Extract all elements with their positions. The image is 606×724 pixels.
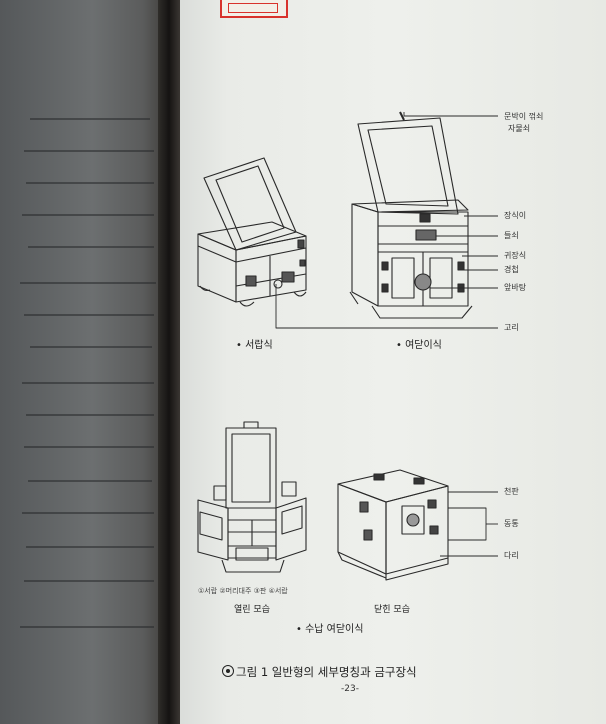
callout-label: 문박이 꺾쇠	[504, 112, 544, 121]
callout-label: 앞바탕	[504, 283, 527, 292]
bleed-through-text	[20, 626, 154, 628]
figure-title: 그림 1 일반형의 세부명칭과 금구장식	[222, 664, 417, 680]
bleed-through-text	[26, 182, 154, 184]
callout-label: 다리	[504, 551, 519, 560]
bleed-through-text	[24, 580, 154, 582]
open-storage-box-drawing	[197, 421, 307, 573]
right-page	[176, 0, 606, 724]
parts-legend: ①서랍 ②머리대주 ③판 ④서랍	[198, 587, 288, 595]
bleed-through-text	[28, 480, 152, 482]
callout-label: 자물쇠	[508, 124, 531, 133]
swing-door-box-drawing	[349, 111, 473, 319]
caption-storage-swing-type: • 수납 여닫이식	[296, 624, 364, 635]
bleed-through-text	[24, 150, 154, 152]
callout-label: 고리	[504, 323, 519, 332]
leader-lines	[275, 112, 498, 557]
bleed-through-text	[22, 382, 154, 384]
callout-label: 천판	[504, 487, 519, 496]
drawer-box-drawing	[197, 157, 307, 307]
caption-drawer-type: • 서랍식	[236, 340, 273, 351]
closed-storage-box-drawing	[337, 469, 449, 581]
page-number: -23-	[341, 684, 359, 694]
left-facing-page	[0, 0, 168, 724]
book-gutter	[158, 0, 180, 724]
library-stamp	[220, 0, 288, 18]
bleed-through-text	[24, 446, 154, 448]
bleed-through-text	[22, 214, 154, 216]
callout-label: 귀장식	[504, 251, 527, 260]
callout-label: 들쇠	[504, 231, 519, 240]
caption-closed-view: 닫힌 모습	[374, 605, 410, 615]
bleed-through-text	[26, 546, 154, 548]
bleed-through-text	[26, 414, 154, 416]
caption-swing-door-type: • 여닫이식	[396, 340, 442, 351]
bleed-through-text	[20, 282, 156, 284]
bleed-through-text	[30, 346, 152, 348]
caption-open-view: 열린 모습	[234, 605, 270, 615]
callout-label: 동통	[504, 519, 519, 528]
callout-label: 경첩	[504, 265, 519, 274]
bleed-through-text	[28, 246, 154, 248]
bleed-through-text	[22, 512, 154, 514]
callout-label: 장식이	[504, 211, 527, 220]
bleed-through-text	[24, 314, 154, 316]
circle-bullet-icon	[222, 665, 234, 677]
bleed-through-text	[30, 118, 150, 120]
